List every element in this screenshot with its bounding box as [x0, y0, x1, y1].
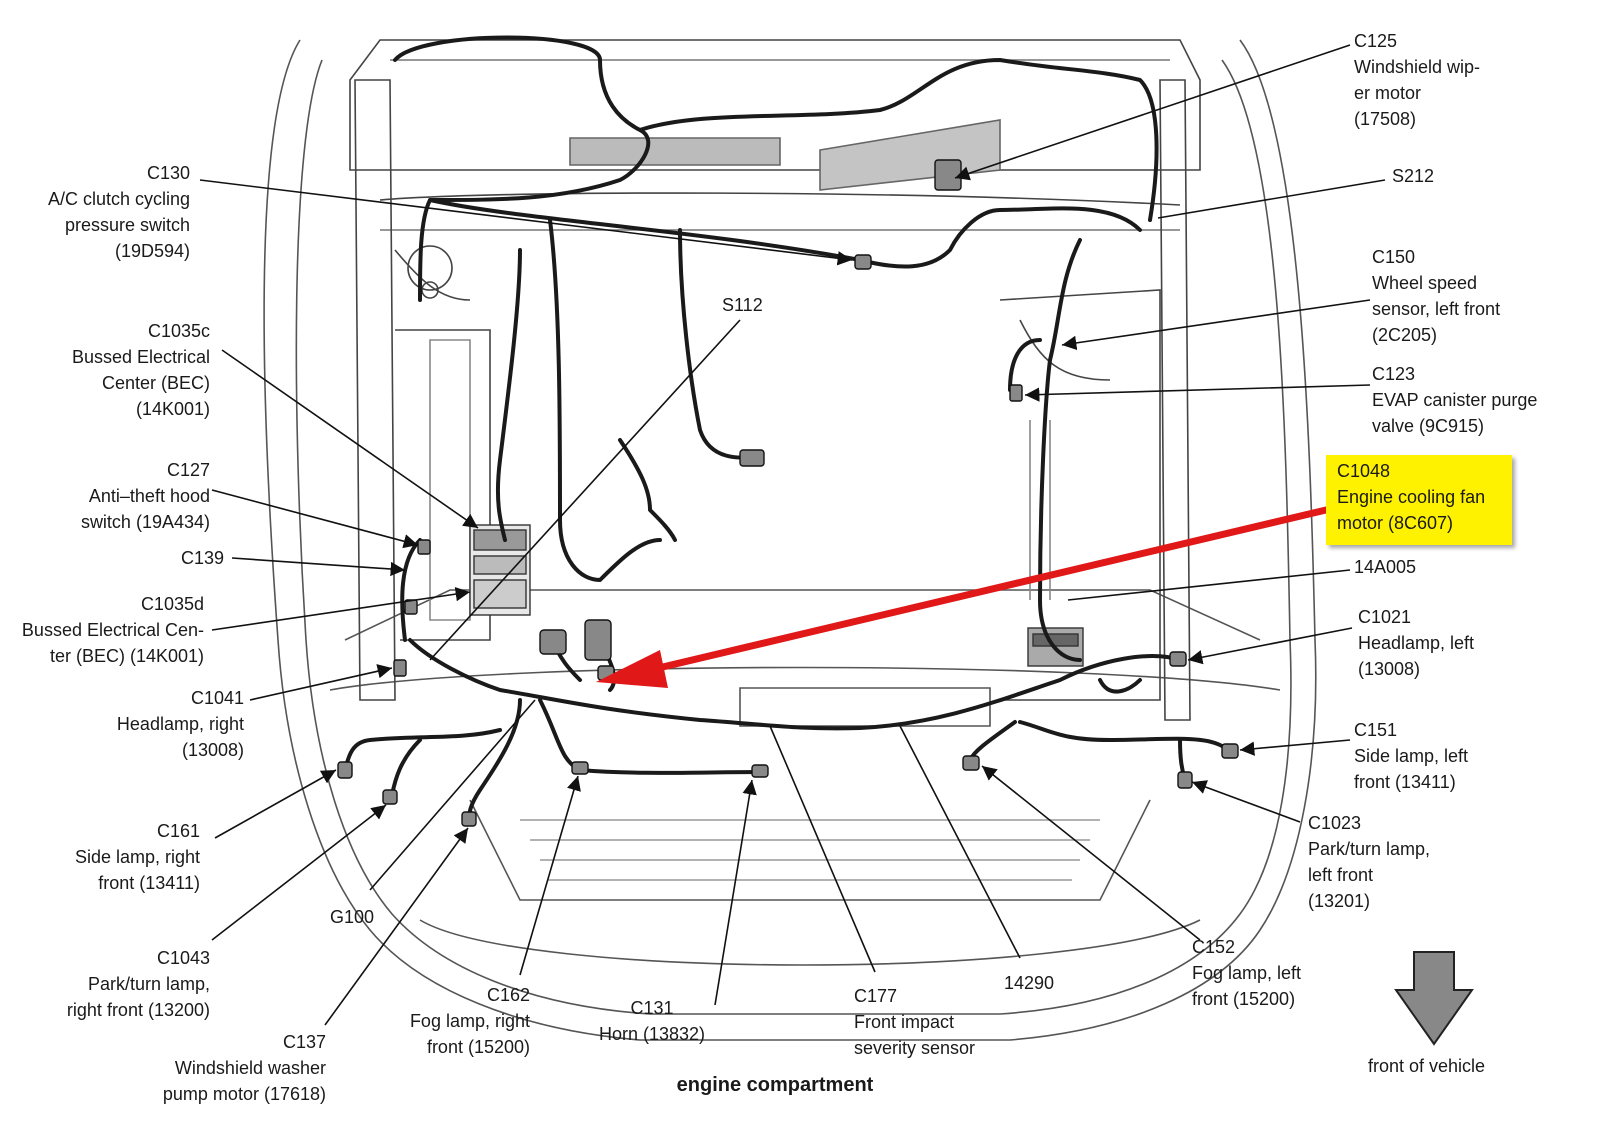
- label-s212: S212: [1392, 166, 1435, 186]
- leader-c151: [1239, 739, 1351, 756]
- leader-c139: [231, 557, 406, 577]
- label-c139: C139: [180, 548, 224, 568]
- label-s112: S112: [722, 295, 763, 315]
- leader-14a005: [1067, 569, 1351, 601]
- leader-c125: [954, 44, 1351, 181]
- diagram-caption: engine compartment: [676, 1074, 874, 1096]
- label-14290: 14290: [1004, 973, 1055, 993]
- leader-14290: [899, 725, 1021, 959]
- frame-structure: [354, 79, 1191, 721]
- label-g100: G100: [330, 907, 375, 927]
- leader-c127: [211, 489, 419, 549]
- leader-c1023: [1191, 780, 1301, 823]
- leader-c161: [214, 769, 337, 839]
- wiring-harness: [343, 35, 1232, 822]
- front-of-vehicle-arrow-icon: [1394, 951, 1474, 1046]
- connectors: [337, 159, 1239, 827]
- leader-c1041: [249, 664, 393, 701]
- leader-c123: [1024, 384, 1371, 402]
- bec-box: [469, 524, 531, 616]
- leader-g100: [369, 699, 536, 891]
- leader-s112: [429, 319, 741, 661]
- front-of-vehicle-label: front of vehicle: [1368, 1056, 1486, 1076]
- leader-c1021: [1187, 627, 1353, 665]
- leader-c152: [981, 765, 1201, 941]
- leader-c130: [199, 179, 853, 266]
- cowl-panel: [349, 39, 1201, 301]
- leader-c1035d: [211, 586, 471, 631]
- leader-c137: [324, 827, 469, 1026]
- highlight-arrow: [596, 506, 1330, 688]
- leader-c131: [714, 779, 757, 1006]
- leader-c162: [519, 775, 581, 976]
- leader-s212: [1157, 179, 1386, 219]
- leader-c177: [769, 725, 876, 973]
- label-14a005: 14A005: [1354, 557, 1417, 577]
- leader-c1035c: [221, 349, 479, 529]
- leader-lines: [199, 44, 1386, 1026]
- leader-c1043: [211, 804, 387, 941]
- leader-c150: [1061, 299, 1371, 351]
